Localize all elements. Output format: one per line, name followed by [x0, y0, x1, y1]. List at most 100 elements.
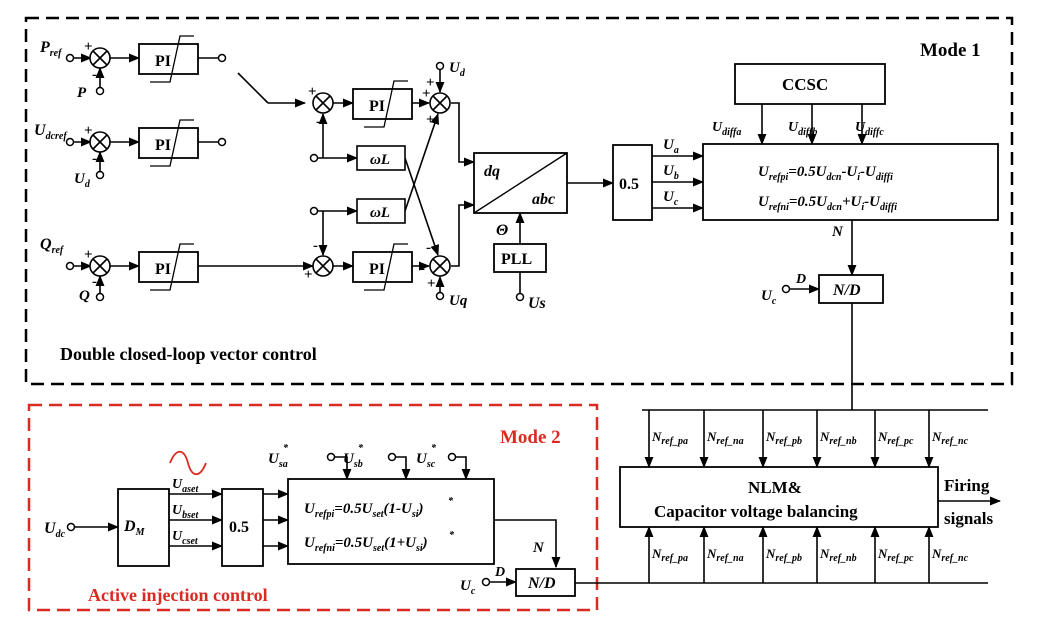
- reference-equation-box-mode1: Urefpi=0.5Udcn-Ui-Udiffi Urefni=0.5Udcn+…: [702, 143, 999, 221]
- gain-block-mode1: 0.5: [612, 144, 653, 221]
- n-label-mode2: N: [532, 540, 545, 556]
- svg-text:0.5: 0.5: [619, 176, 639, 193]
- svg-text:PLL: PLL: [501, 251, 532, 268]
- svg-text:+: +: [427, 276, 436, 292]
- svg-text:+: +: [304, 267, 313, 283]
- svg-text:dq: dq: [484, 163, 500, 180]
- svg-text:-: -: [92, 274, 97, 290]
- pll-block: PLL: [493, 243, 547, 273]
- ccsc-block: CCSC: [734, 63, 886, 105]
- pi-block-p: PI: [138, 35, 199, 83]
- svg-text:Nref_nc: Nref_nc: [931, 546, 969, 564]
- svg-text:-: -: [92, 151, 97, 167]
- sum-q: [89, 255, 111, 277]
- svg-text:*: *: [448, 496, 454, 507]
- svg-text:+: +: [426, 112, 435, 128]
- svg-text:Nref_pc: Nref_pc: [877, 429, 914, 447]
- ub-label: Ub: [663, 163, 679, 182]
- n-label-mode1: N: [831, 224, 844, 240]
- svg-text:abc: abc: [532, 191, 555, 208]
- pref-label: Pref: [39, 39, 63, 59]
- dm-block: DM: [117, 488, 170, 567]
- svg-text:CCSC: CCSC: [782, 75, 828, 94]
- nd-block-mode2: N/D: [515, 568, 576, 597]
- svg-text:PI: PI: [155, 261, 171, 278]
- svg-text:ωL: ωL: [370, 205, 390, 221]
- q-label: Q: [79, 288, 90, 304]
- ucset-label: Ucset: [172, 529, 199, 547]
- usc-label: Usc: [416, 451, 436, 470]
- udiffa-label: Udiffa: [712, 120, 741, 138]
- terminals: [65, 53, 791, 587]
- sine-icon: [169, 450, 207, 476]
- signals-label: signals: [944, 509, 994, 528]
- nref-labels-top: Nref_pa Nref_na Nref_pb Nref_nb Nref_pc …: [651, 429, 969, 447]
- svg-text:PI: PI: [155, 53, 171, 70]
- usb-label: Usb: [343, 451, 363, 470]
- mode2-title: Mode 2: [500, 427, 561, 448]
- nlm-block: NLM& Capacitor voltage balancing: [619, 466, 939, 528]
- svg-text:+: +: [84, 247, 93, 263]
- svg-text:-: -: [426, 240, 431, 256]
- gain-block-mode2: 0.5: [221, 488, 264, 567]
- svg-text:ωL: ωL: [370, 152, 390, 168]
- eq-refpi-mode2: Urefpi=0.5Uset(1-Usi): [304, 501, 424, 520]
- svg-text:Nref_pb: Nref_pb: [765, 429, 802, 447]
- uc-label-mode1: Uc: [761, 288, 777, 307]
- svg-text:+: +: [84, 123, 93, 139]
- qref-label: Qref: [40, 236, 65, 256]
- svg-text:-: -: [92, 67, 97, 83]
- svg-text:*: *: [449, 530, 455, 541]
- svg-text:DM: DM: [123, 518, 146, 538]
- nd-block-mode1: N/D: [818, 274, 884, 304]
- reference-equation-box-mode2: Urefpi=0.5Uset(1-Usi) Urefni=0.5Uset(1+U…: [287, 478, 495, 565]
- svg-text:0.5: 0.5: [229, 519, 249, 536]
- svg-text:N/D: N/D: [527, 575, 556, 592]
- svg-text:+: +: [426, 75, 435, 91]
- pi-block-iq: PI: [352, 243, 413, 291]
- svg-text:Nref_na: Nref_na: [706, 546, 744, 564]
- svg-text:+: +: [308, 84, 317, 100]
- svg-text:Nref_nc: Nref_nc: [931, 429, 969, 447]
- usb-star: *: [358, 443, 364, 454]
- ua-label: Ua: [663, 137, 679, 156]
- eq-refni-mode2: Urefni=0.5Uset(1+Usi): [304, 535, 428, 554]
- svg-text:+: +: [422, 86, 431, 102]
- mode1-title: Mode 1: [920, 40, 981, 61]
- pi-block-udc: PI: [138, 119, 199, 167]
- svg-text:+: +: [84, 39, 93, 55]
- ubset-label: Ubset: [172, 503, 199, 521]
- svg-text:Nref_pa: Nref_pa: [651, 429, 688, 447]
- svg-text:Nref_na: Nref_na: [706, 429, 744, 447]
- uq-ff-label: Uq: [449, 293, 468, 309]
- pi-blocks: PI PI PI PI PI: [138, 35, 413, 291]
- d-label-mode1: D: [795, 272, 806, 287]
- omega-l-block-2: ωL: [356, 198, 406, 224]
- svg-text:-: -: [316, 114, 321, 130]
- ud-ff-label: Ud: [449, 60, 466, 79]
- usa-label: Usa: [268, 451, 288, 470]
- svg-text:Nref_nb: Nref_nb: [819, 546, 857, 564]
- mode2-caption: Active injection control: [88, 585, 268, 605]
- mode1-caption: Double closed-loop vector control: [60, 344, 317, 364]
- svg-text:Capacitor voltage balancing: Capacitor voltage balancing: [654, 502, 858, 521]
- svg-text:-: -: [313, 238, 318, 254]
- sum-iq: [312, 255, 334, 277]
- omega-l-block-1: ωL: [356, 145, 406, 171]
- svg-text:Nref_pc: Nref_pc: [877, 546, 914, 564]
- udcref-label: Udcref: [34, 122, 68, 142]
- udiffb-label: Udiffb: [788, 120, 817, 138]
- svg-text:NLM&: NLM&: [748, 478, 802, 497]
- sum-vq: [429, 255, 451, 277]
- sum-udc: [89, 131, 111, 153]
- sum-id: [312, 92, 334, 114]
- svg-text:N/D: N/D: [832, 282, 861, 299]
- nref-labels-bottom: Nref_pa Nref_na Nref_pb Nref_nb Nref_pc …: [651, 546, 969, 564]
- sign-labels-mode1: + - + - + - + - - + + + + - - +: [84, 39, 436, 292]
- uc-label-mode2: Uc: [460, 578, 476, 597]
- p-label: P: [77, 85, 87, 101]
- mode2-lines: [75, 456, 598, 587]
- theta-label: Θ: [496, 222, 508, 239]
